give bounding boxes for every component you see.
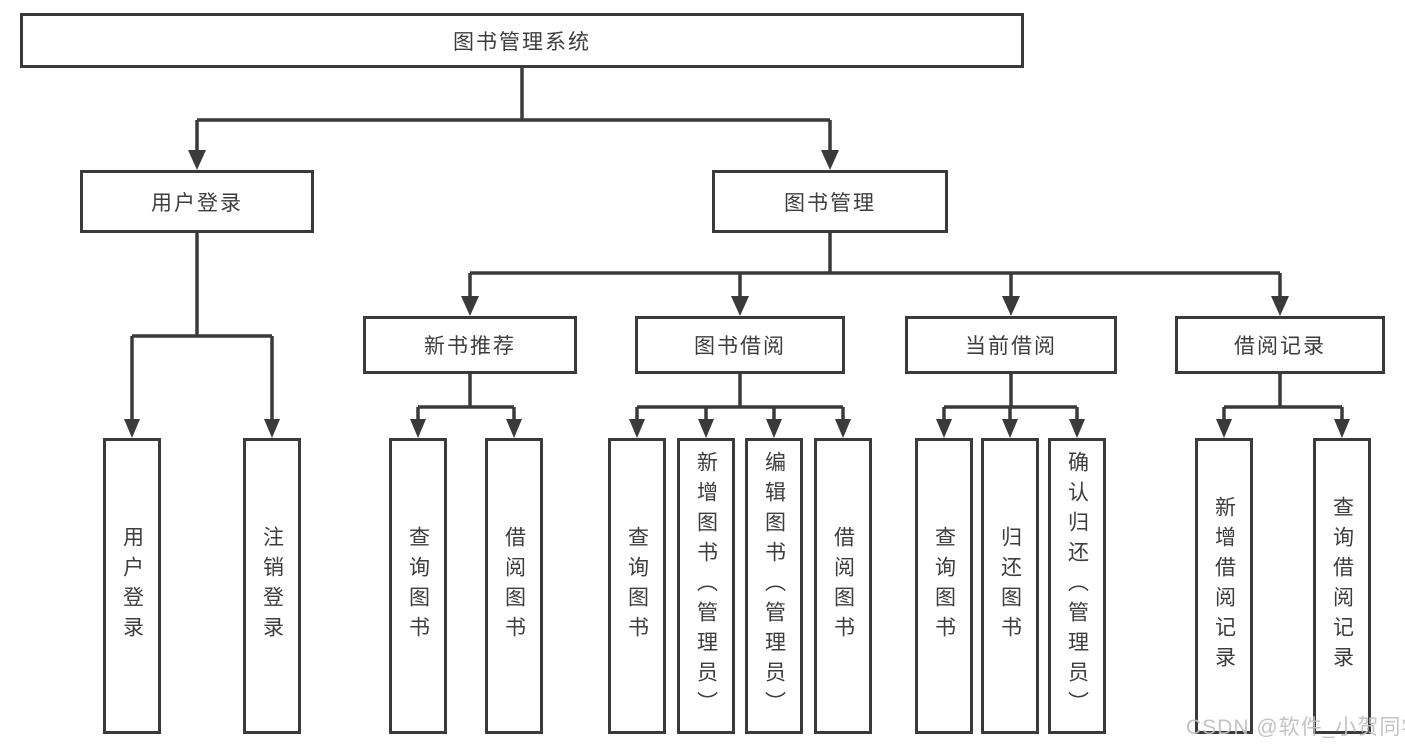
leaf-query-books-recommend: 查询图书 <box>389 438 447 734</box>
leaf-logout: 注销登录 <box>243 438 301 734</box>
leaf-query-borrow-record: 查询借阅记录 <box>1313 438 1371 734</box>
leaf-edit-book-admin: 编辑图书（管理员） <box>745 438 803 734</box>
node-new-book-recommendation: 新书推荐 <box>363 316 577 374</box>
node-user-login: 用户登录 <box>80 170 314 233</box>
leaf-add-borrow-record: 新增借阅记录 <box>1195 438 1253 734</box>
node-borrowing-records: 借阅记录 <box>1175 316 1385 374</box>
node-root-system: 图书管理系统 <box>20 13 1024 68</box>
csdn-watermark: CSDN @软件_小贺同学 <box>1186 716 1405 739</box>
leaf-query-books-borrowing: 查询图书 <box>608 438 666 734</box>
node-current-borrowing: 当前借阅 <box>905 316 1117 374</box>
leaf-borrow-books-borrowing: 借阅图书 <box>814 438 872 734</box>
leaf-return-books: 归还图书 <box>981 438 1039 734</box>
node-book-management: 图书管理 <box>712 170 948 233</box>
leaf-user-login: 用户登录 <box>103 438 161 734</box>
leaf-borrow-books-recommend: 借阅图书 <box>485 438 543 734</box>
leaf-query-books-current: 查询图书 <box>915 438 973 734</box>
leaf-confirm-return-admin: 确认归还（管理员） <box>1048 438 1106 734</box>
node-book-borrowing: 图书借阅 <box>635 316 845 374</box>
leaf-add-book-admin: 新增图书（管理员） <box>677 438 735 734</box>
